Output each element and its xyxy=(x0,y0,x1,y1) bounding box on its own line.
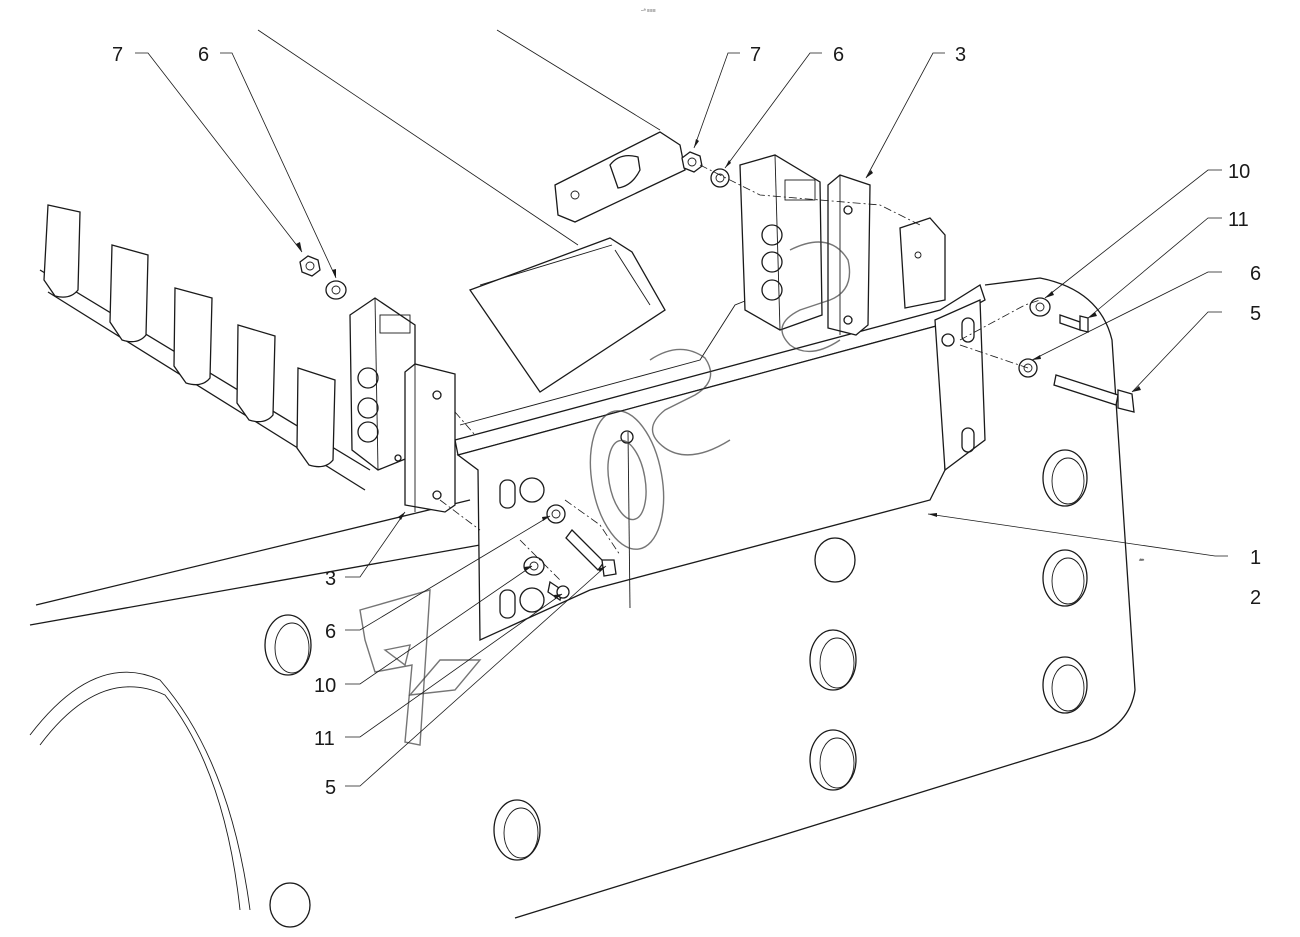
callout-5-left: 5 xyxy=(325,777,336,799)
bolt-5-right xyxy=(1053,374,1135,413)
callout-labels: 7 6 7 6 3 10 11 6 5 1 2 3 6 10 11 5 xyxy=(112,44,1261,799)
callout-6-far-right: 6 xyxy=(1250,263,1261,285)
washer-6-right xyxy=(710,168,730,188)
comb-teeth xyxy=(39,204,371,491)
plate-3-right xyxy=(827,174,871,336)
callout-3-left: 3 xyxy=(325,568,336,590)
callout-5-right: 5 xyxy=(1250,303,1261,325)
callout-1: 1 xyxy=(1250,547,1261,569)
small-end-plate xyxy=(899,217,946,309)
fasteners xyxy=(299,151,1135,602)
top-slot-plate xyxy=(554,131,686,223)
washer-6-left-lower xyxy=(546,504,566,524)
callout-6-right: 6 xyxy=(833,44,844,66)
plate-holes xyxy=(264,449,1088,928)
upper-bracket xyxy=(468,237,666,393)
header-tiny-text: –ª ≡≡≡ xyxy=(641,8,656,14)
callout-7-left: 7 xyxy=(112,44,123,66)
callout-10-right: 10 xyxy=(1228,161,1250,183)
top-leaders xyxy=(257,29,661,246)
chassis-plate xyxy=(29,277,1136,928)
nut-7-right xyxy=(681,151,703,173)
watermark: ASSOS xyxy=(359,241,1144,746)
callout-leaders xyxy=(135,52,1228,787)
washer-10-right xyxy=(1029,297,1051,317)
left-clamp-block xyxy=(349,297,416,471)
callout-6-lower-left: 6 xyxy=(325,621,336,643)
callout-6-left: 6 xyxy=(198,44,209,66)
washer-6-left xyxy=(325,280,347,300)
callout-7-right: 7 xyxy=(750,44,761,66)
washer-10-left xyxy=(523,556,545,576)
main-beam xyxy=(454,284,986,642)
callout-11-right: 11 xyxy=(1228,209,1249,231)
callout-11-left: 11 xyxy=(314,728,335,750)
nut-7-left xyxy=(299,255,321,277)
bolt-5-left xyxy=(565,529,617,577)
plate-3-left xyxy=(394,363,456,513)
assembly-axes xyxy=(439,164,1041,581)
callout-2: 2 xyxy=(1250,587,1261,609)
watermark-text: ASSOS xyxy=(1140,558,1144,561)
callout-10-left: 10 xyxy=(314,675,336,697)
bolt-11-right xyxy=(1059,314,1089,333)
callout-3-right: 3 xyxy=(955,44,966,66)
